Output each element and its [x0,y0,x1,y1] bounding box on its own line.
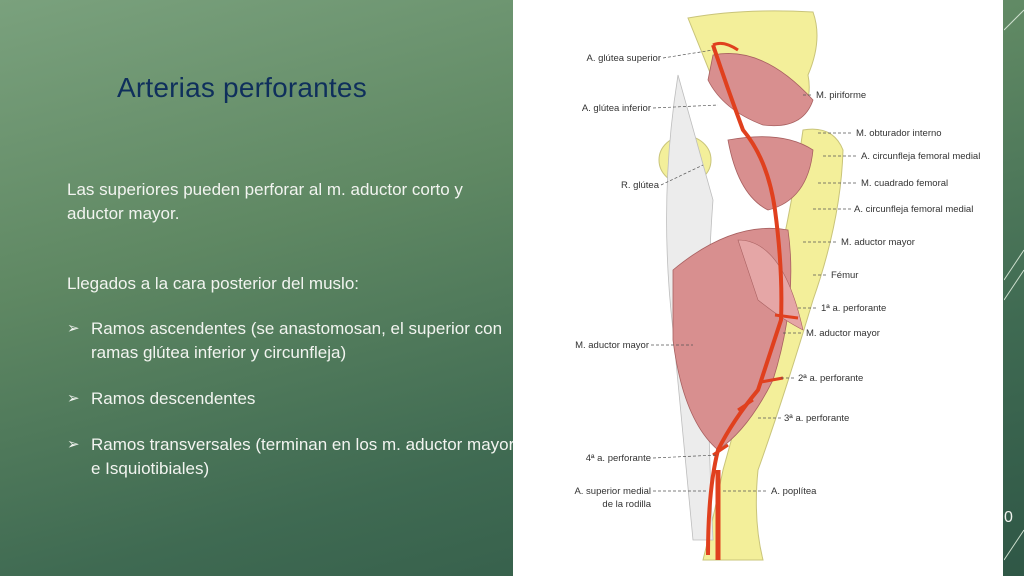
label-de-la-rodilla: de la rodilla [602,499,651,510]
adductor-lower [737,239,804,331]
slide-title: Arterias perforantes [117,72,367,103]
label-piriforme: M. piriforme [816,90,866,101]
label-4-perforante: 4ª a. perforante [586,453,651,464]
label-obturador: M. obturador interno [856,128,942,139]
label-poplitea: A. poplítea [771,486,817,497]
paragraph-superiores: Las superiores pueden perforar al m. adu… [67,180,463,223]
thigh-artery-diagram: A. glútea superior A. glútea inferior R.… [574,10,980,561]
label-1-perforante: 1ª a. perforante [821,303,886,314]
label-3-perforante: 3ª a. perforante [784,413,849,424]
slide-body: Las superiores pueden perforar al m. adu… [67,178,517,481]
label-gluteal-inferior: A. glútea inferior [582,103,651,114]
bullet-text: Ramos descendentes [91,389,256,408]
label-femur: Fémur [831,270,858,281]
bullet-item: ➢ Ramos descendentes [67,387,517,411]
leader-lines [651,49,858,492]
quadratus-femoris [727,136,814,211]
anatomy-illustration: A. glútea superior A. glútea inferior R.… [513,0,1003,576]
arrow-bullet-icon: ➢ [67,436,80,453]
label-aductor-mayor-1: M. aductor mayor [841,237,915,248]
label-2-perforante: 2ª a. perforante [798,373,863,384]
artery-branch-2 [760,376,784,384]
artery-branch-1 [774,313,799,320]
bullet-text: Ramos transversales (terminan en los m. … [91,435,515,478]
label-sup-medial: A. superior medial [574,486,651,497]
label-aductor-mayor-2: M. aductor mayor [806,328,880,339]
page-number: 0 [1004,509,1013,526]
bullet-item: ➢ Ramos transversales (terminan en los m… [67,433,517,481]
paragraph-llegados: Llegados a la cara posterior del muslo: [67,274,359,293]
artery-branch-3 [737,398,754,412]
corner-decoration [1004,9,1024,561]
label-circunfleja-1: A. circunfleja femoral medial [861,151,980,162]
label-gluteal-superior: A. glútea superior [587,53,661,64]
artery-gluteal-superior [712,41,739,52]
arrow-bullet-icon: ➢ [67,390,80,407]
arrow-bullet-icon: ➢ [67,320,80,337]
label-r-glutea: R. glútea [621,180,660,191]
bullet-item: ➢ Ramos ascendentes (se anastomosan, el … [67,317,517,365]
label-cuadrado: M. cuadrado femoral [861,178,948,189]
label-adductor-left: M. aductor mayor [575,340,649,351]
artery-branch-4 [712,443,729,457]
label-circunfleja-2: A. circunfleja femoral medial [854,204,973,215]
bullet-text: Ramos ascendentes (se anastomosan, el su… [91,319,503,362]
